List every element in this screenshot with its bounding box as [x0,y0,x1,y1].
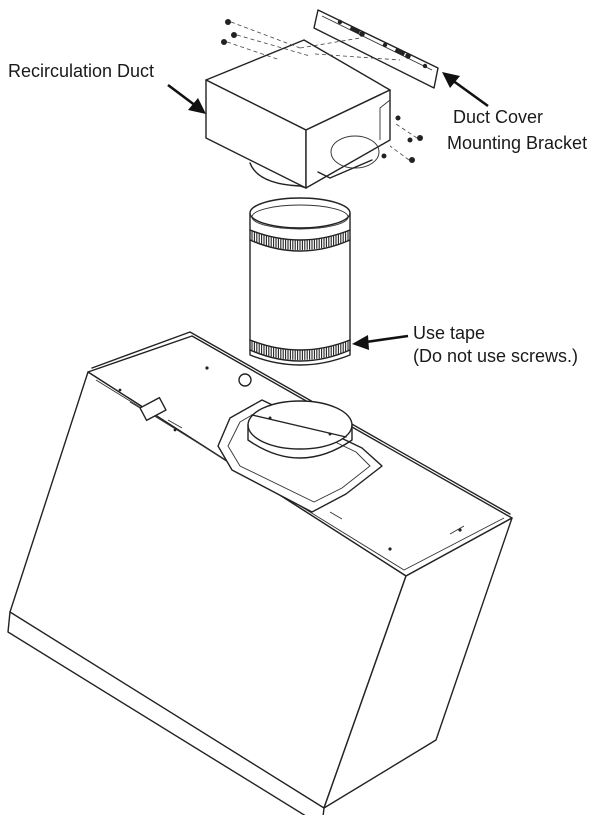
do-not-use-screws-label: (Do not use screws.) [413,346,578,366]
range-hood-body [7,331,513,815]
duct-cover-label: Duct Cover [453,107,543,127]
recirculation-duct-arrow [167,83,206,114]
use-tape-label: Use tape [413,323,485,343]
recirculation-duct-box [205,39,413,189]
mounting-bracket-label: Mounting Bracket [447,133,587,153]
use-tape-arrow [352,334,409,350]
duct-cover-mounting-bracket [313,9,439,89]
recirculation-duct-label: Recirculation Duct [8,61,154,81]
duct-ribs-bottom [251,340,349,360]
duct-ribs-top [251,230,349,250]
flexible-duct [249,197,351,366]
mounting-screws [221,19,423,163]
bracket-arrow [442,72,489,108]
